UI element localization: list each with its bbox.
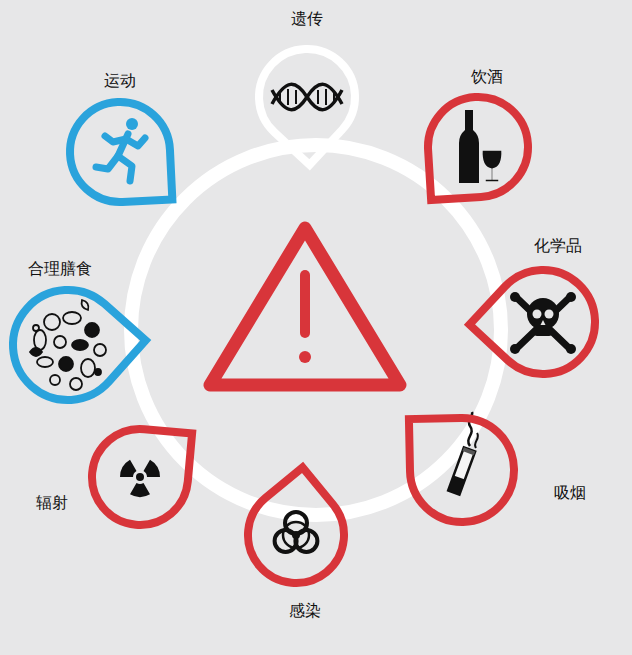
pin-outline xyxy=(397,66,559,228)
bottle-glass-icon xyxy=(459,110,502,183)
pin-shape xyxy=(92,429,192,525)
risk-pin: 遗传 xyxy=(229,19,385,175)
pin-shape xyxy=(259,49,355,165)
pin-shape xyxy=(248,467,344,583)
risk-label: 感染 xyxy=(289,601,321,620)
risk-label: 吸烟 xyxy=(554,483,586,502)
risk-label: 遗传 xyxy=(291,9,323,28)
pin-shape xyxy=(428,97,528,200)
runner-icon xyxy=(96,118,145,181)
warning-triangle xyxy=(210,228,400,385)
risk-label: 合理膳食 xyxy=(28,259,92,278)
label-holder: 感染 xyxy=(289,601,321,621)
dna-icon xyxy=(272,84,342,109)
skull-icon xyxy=(510,292,576,354)
pin-shape xyxy=(470,270,595,374)
label-holder: 运动 xyxy=(104,71,136,91)
radiation-icon xyxy=(120,460,160,497)
risk-label: 辐射 xyxy=(36,493,68,512)
risk-label: 运动 xyxy=(104,71,136,90)
label-holder: 吸烟 xyxy=(554,483,586,503)
pin-outline xyxy=(62,399,218,555)
label-holder: 辐射 xyxy=(36,493,68,513)
pin-outline xyxy=(229,19,385,175)
label-holder: 饮酒 xyxy=(471,67,503,87)
label-holder: 合理膳食 xyxy=(28,259,92,279)
biohazard-icon xyxy=(275,512,318,552)
cigarette-icon xyxy=(448,412,478,495)
risk-pin: 合理膳食 xyxy=(0,257,156,433)
pin-shape xyxy=(70,102,172,202)
pin-outline xyxy=(460,239,626,405)
pin-shape xyxy=(13,290,146,400)
risk-pin: 吸烟 xyxy=(379,387,545,553)
pin-outline xyxy=(39,71,201,233)
risk-pin: 辐射 xyxy=(62,399,218,555)
pin-outline xyxy=(0,257,156,433)
risk-pin: 饮酒 xyxy=(397,66,559,228)
risk-pin: 运动 xyxy=(39,71,201,233)
pin-outline xyxy=(218,457,374,613)
label-holder: 遗传 xyxy=(291,9,323,29)
food-icon xyxy=(30,300,106,390)
pin-shape xyxy=(409,418,514,522)
risk-label: 饮酒 xyxy=(471,67,503,86)
risk-pin: 化学品 xyxy=(460,239,626,405)
risk-pin: 感染 xyxy=(218,457,374,613)
label-holder: 化学品 xyxy=(534,236,582,256)
risk-label: 化学品 xyxy=(534,236,582,255)
pin-outline xyxy=(379,387,545,553)
